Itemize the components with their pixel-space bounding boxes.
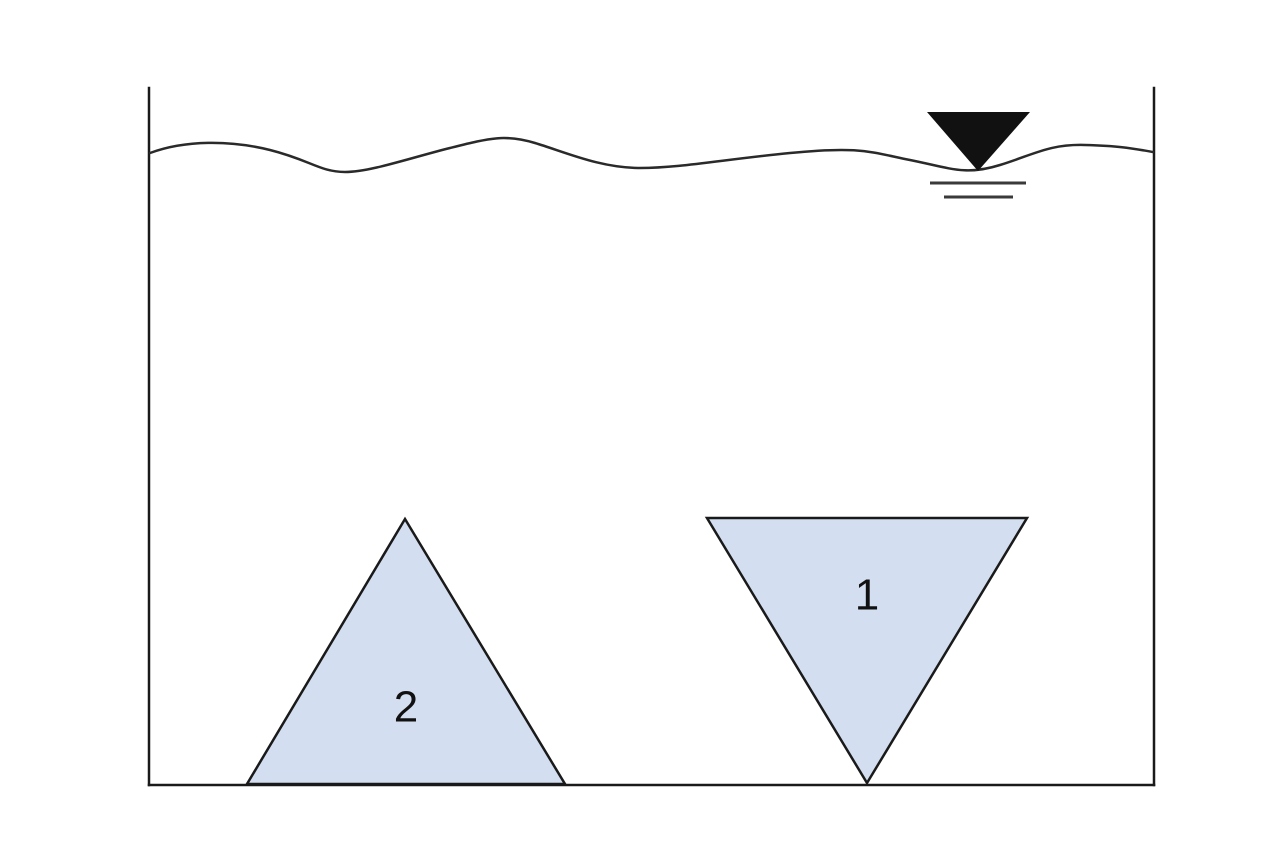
triangle-object-2 bbox=[244, 516, 568, 786]
triangle-2-label: 2 bbox=[394, 683, 418, 732]
triangle-object-1 bbox=[704, 516, 1030, 786]
triangle-1-label: 1 bbox=[855, 571, 879, 620]
water-level-marker-icon bbox=[927, 112, 1030, 171]
water-level-symbol bbox=[927, 112, 1030, 199]
water-surface bbox=[148, 136, 1155, 174]
